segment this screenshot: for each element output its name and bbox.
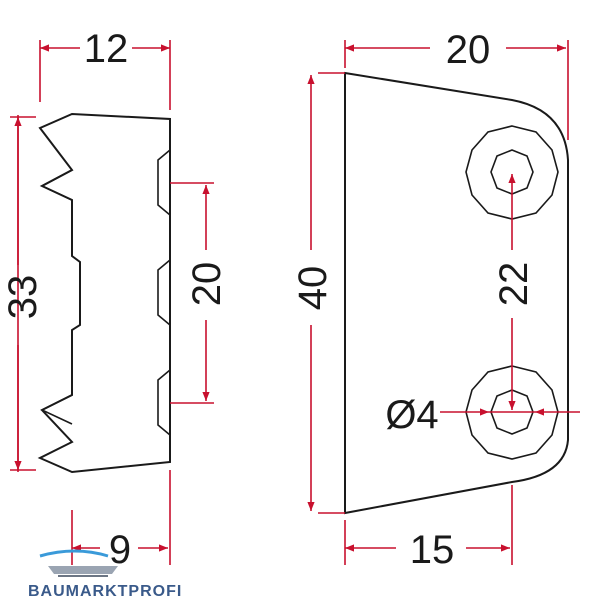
brand-logo: BAUMARKTPROFI [28,549,182,600]
dimension-text-15: 15 [410,528,455,572]
front-view-outline [344,71,569,515]
dimension-text-9: 9 [109,528,131,572]
dimension-side-width-top: 12 [39,27,171,110]
dimension-text-22: 22 [492,262,536,307]
dimension-front-hole-spacing: 22 [492,174,536,410]
side-view [37,112,171,474]
dimension-front-width-top: 20 [344,28,569,140]
dimension-text-20-front: 20 [446,28,491,72]
side-view-notch-2 [157,259,171,326]
dimension-text-40: 40 [291,266,335,311]
dimension-hole-diameter: Ø4 [385,393,580,437]
dimension-text-12: 12 [84,27,129,71]
lower-hole-inner [490,389,534,435]
side-view-tooth-upper [40,169,73,201]
dimension-side-hole-spacing: 20 [170,182,229,404]
dimension-text-20-side: 20 [185,262,229,307]
brand-name: BAUMARKTPROFI [28,583,182,600]
dimension-front-height: 40 [291,72,345,514]
lower-hole-outer [465,365,559,460]
side-view-tooth-lower [40,394,73,425]
dimension-side-height: 33 [1,115,45,472]
side-view-notch-3 [157,369,171,436]
side-view-notch-1 [157,149,171,216]
dimension-text-33: 33 [1,275,45,320]
brand-logo-icon [39,549,118,577]
dimension-front-width-bottom: 15 [344,485,513,572]
dimension-text-diameter: Ø4 [385,393,438,437]
dimension-side-width-bottom: 9 [71,470,171,572]
